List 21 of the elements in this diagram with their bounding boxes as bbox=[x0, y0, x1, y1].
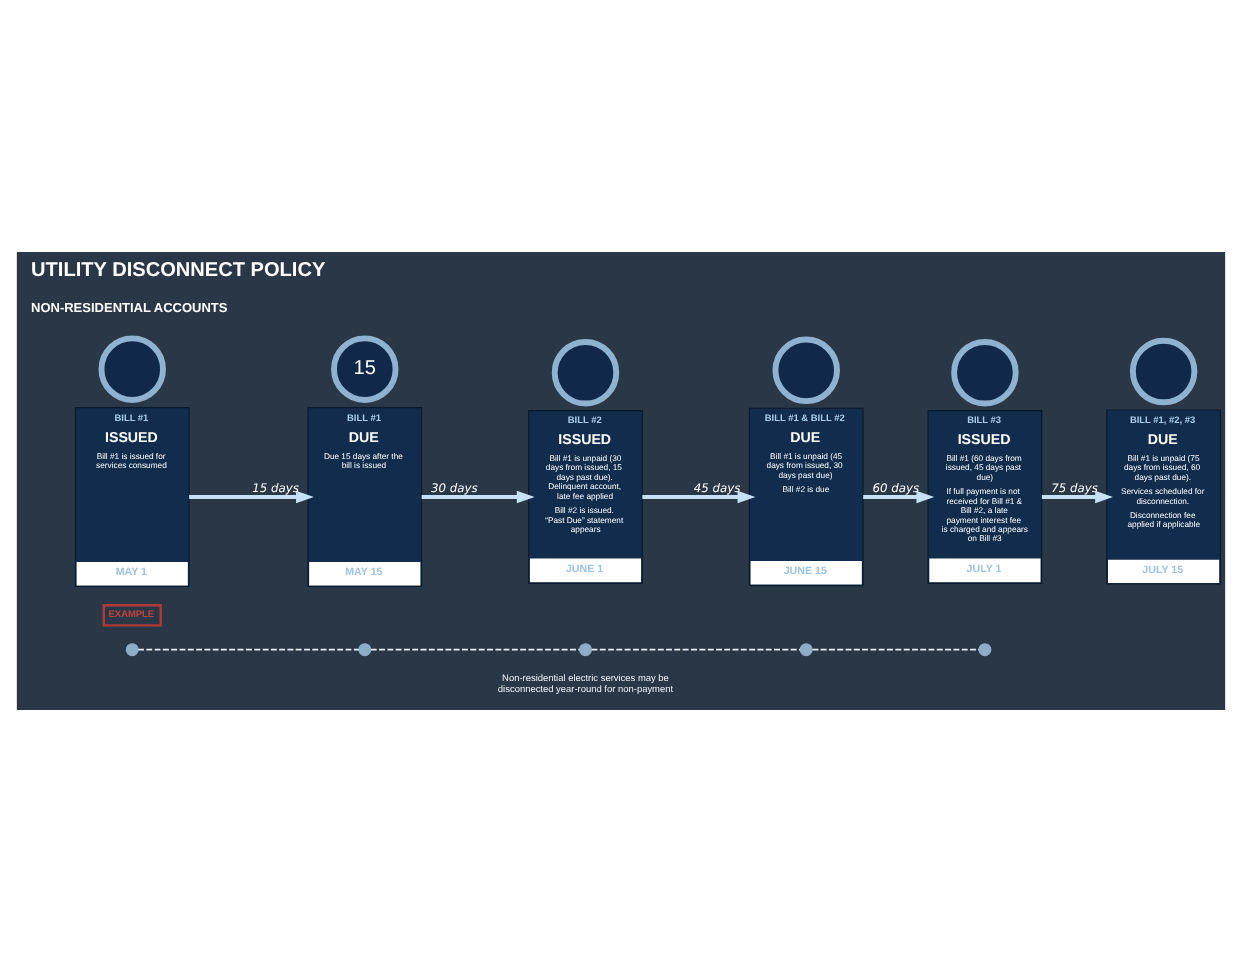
node-circle bbox=[98, 334, 166, 402]
connector bbox=[370, 647, 581, 650]
arrow bbox=[863, 489, 935, 503]
node-circle: 15 bbox=[331, 334, 399, 402]
arrow bbox=[189, 489, 314, 503]
arrow bbox=[642, 489, 756, 503]
arrow bbox=[421, 489, 535, 503]
diagram-title: UTILITY DISCONNECT POLICY bbox=[31, 259, 326, 282]
node-circle bbox=[551, 338, 620, 406]
connector bbox=[811, 647, 980, 650]
node-circle bbox=[358, 642, 372, 656]
node-circle bbox=[799, 642, 813, 656]
node-circle bbox=[978, 642, 992, 656]
node-circle bbox=[125, 642, 139, 656]
node-circle bbox=[1129, 336, 1198, 405]
arrow bbox=[1041, 489, 1113, 503]
node-circle bbox=[951, 338, 1019, 406]
node-circle bbox=[579, 642, 592, 656]
node-circle bbox=[772, 335, 840, 404]
connector bbox=[137, 647, 360, 650]
connector bbox=[590, 647, 802, 650]
